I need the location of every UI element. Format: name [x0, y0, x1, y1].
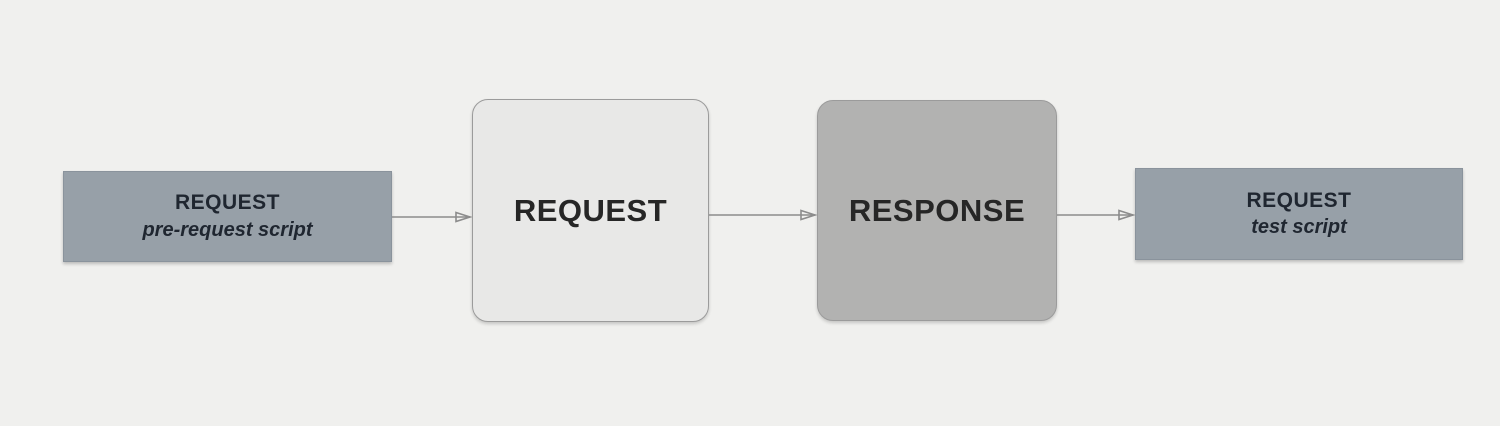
node-subtitle: pre-request script [142, 218, 313, 241]
node-response: RESPONSE [817, 100, 1057, 321]
node-title: RESPONSE [848, 192, 1026, 228]
arrow-response-to-test [1057, 209, 1136, 221]
arrow-request-to-response [709, 209, 818, 221]
node-test-script: REQUEST test script [1135, 168, 1463, 260]
arrow-pre-request-to-request [392, 211, 473, 223]
node-title: REQUEST [174, 191, 280, 215]
node-title: REQUEST [513, 192, 668, 228]
node-title: REQUEST [1246, 188, 1352, 212]
node-request: REQUEST [472, 99, 709, 322]
node-subtitle: test script [1251, 216, 1347, 239]
node-pre-request-script: REQUEST pre-request script [63, 171, 392, 262]
